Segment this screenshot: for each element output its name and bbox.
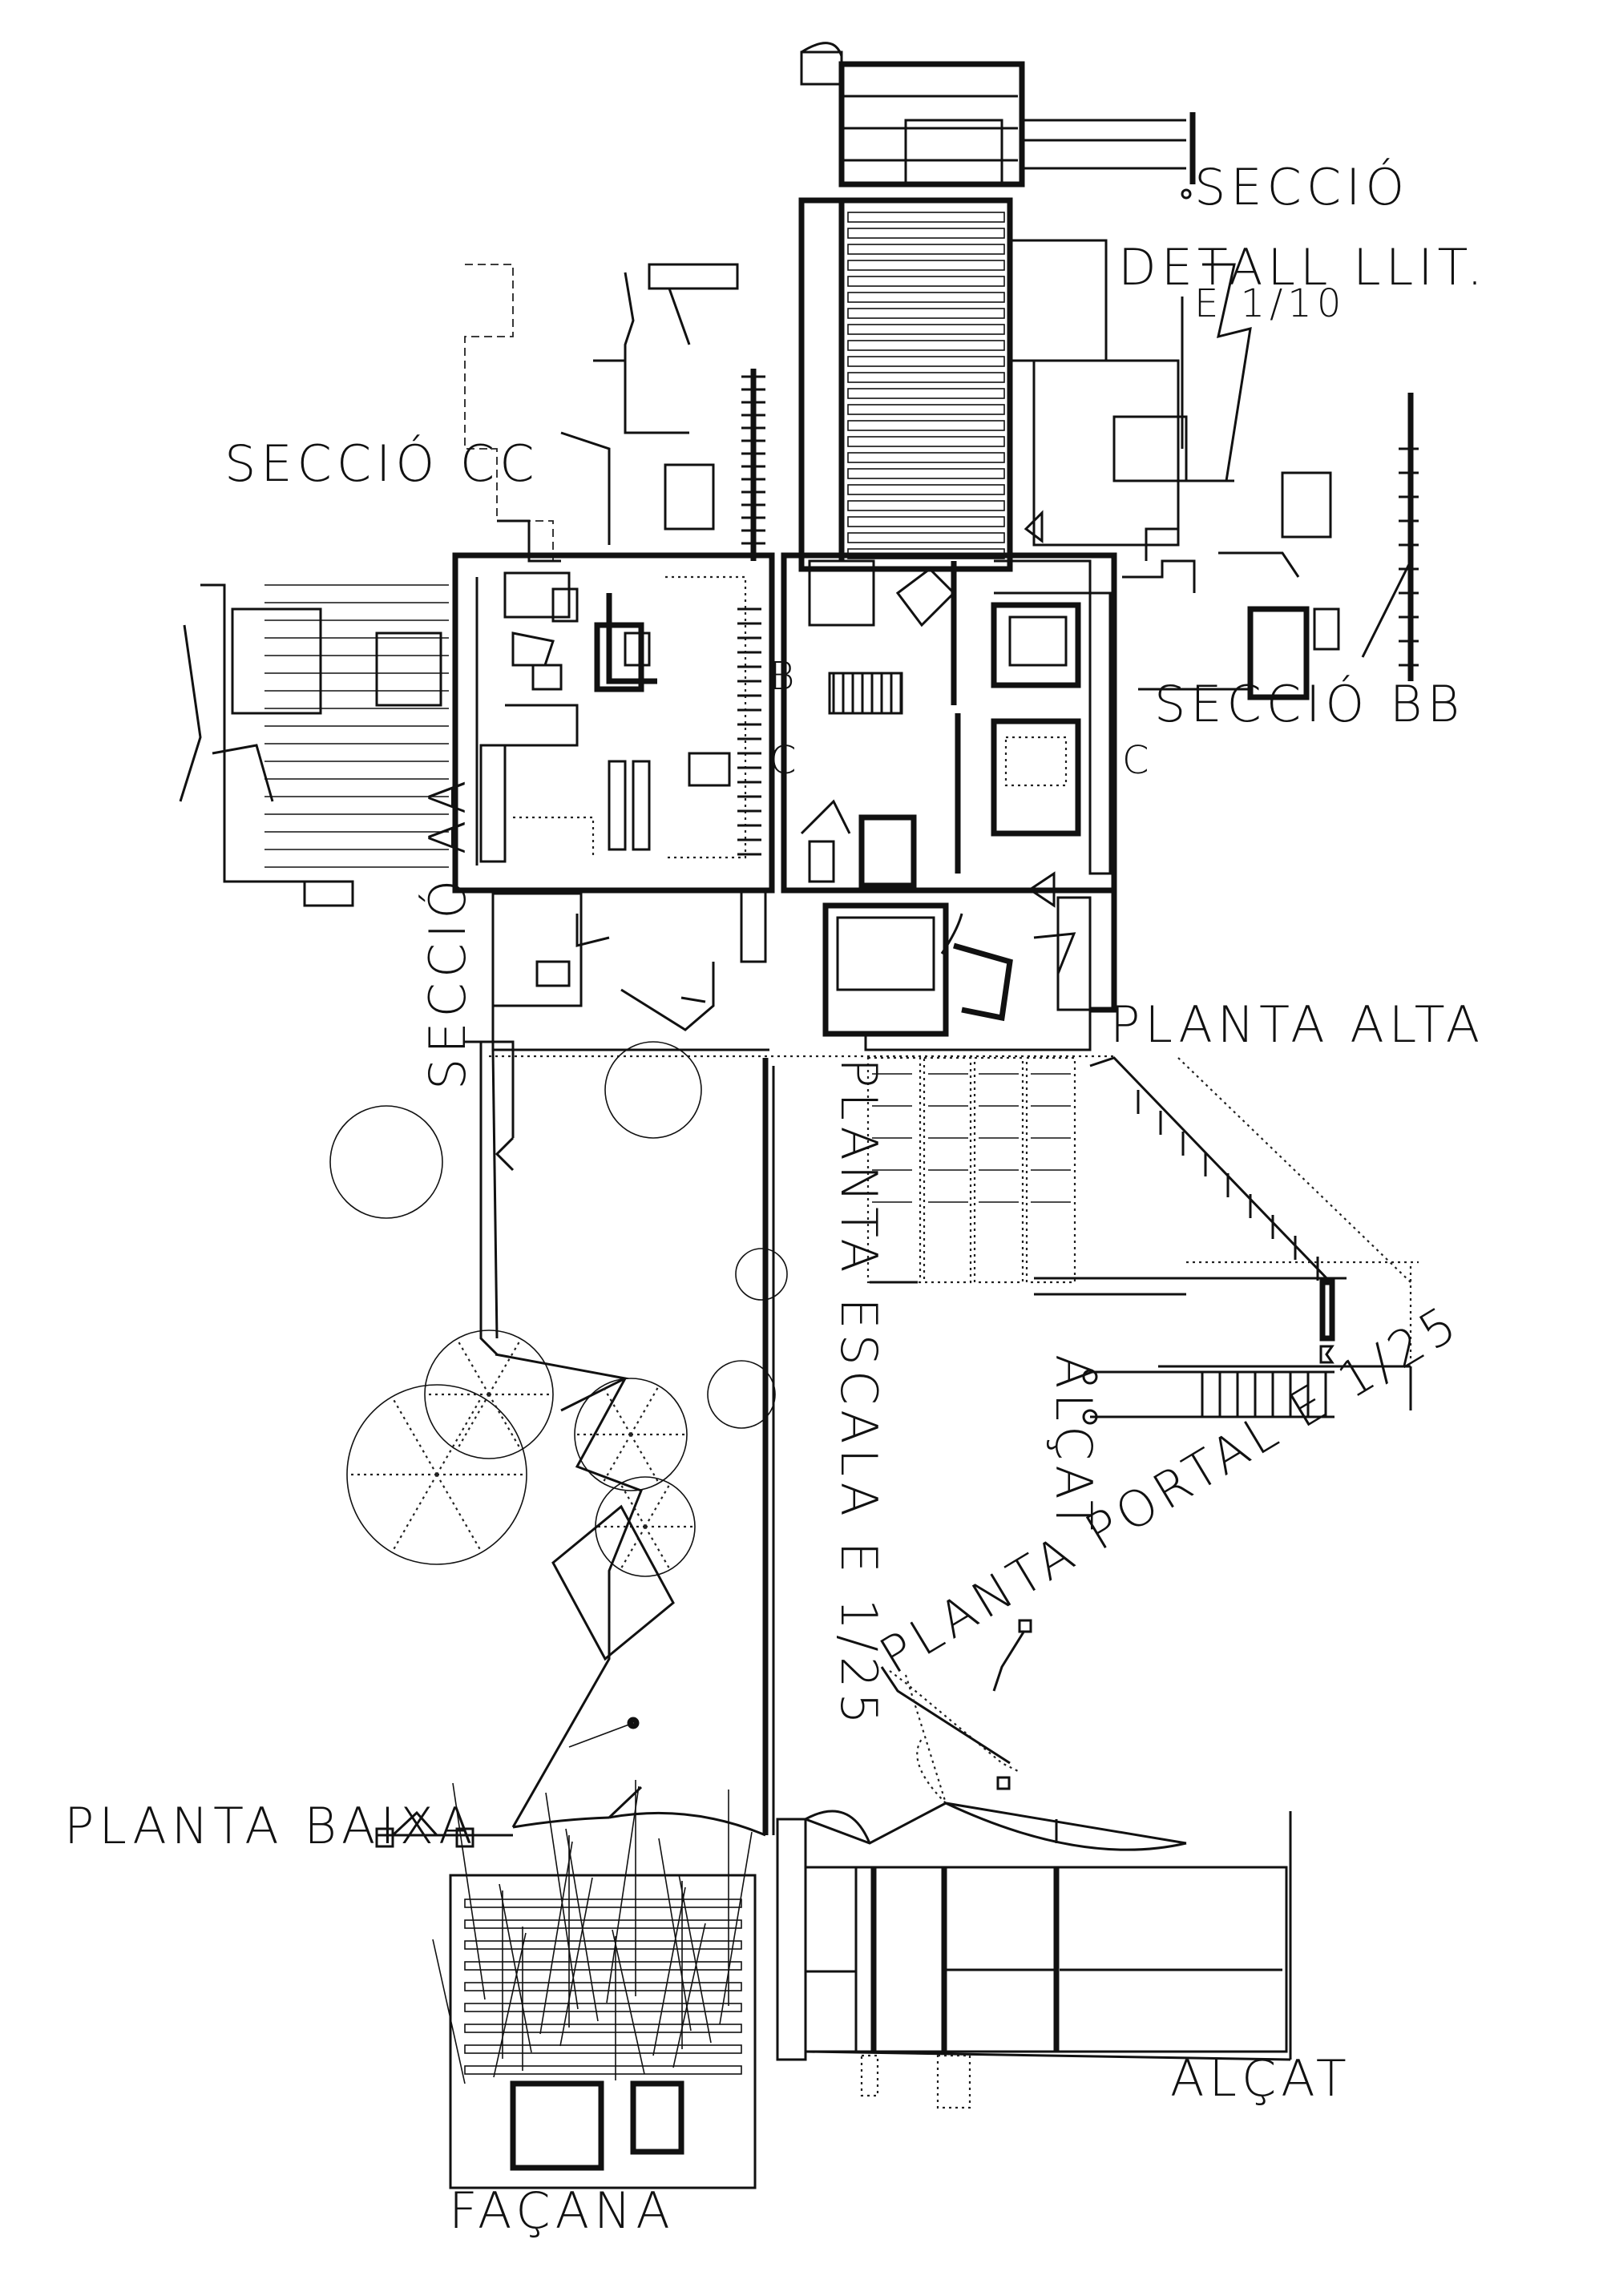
- facade-slat: [464, 1899, 742, 1908]
- bed-slat: [847, 516, 1005, 527]
- tree-branch: [545, 1792, 579, 2010]
- section-bb-drawing: [1112, 263, 1419, 700]
- section-cc-drawing: [464, 263, 765, 563]
- bed-slat: [847, 340, 1005, 351]
- bed-slat: [847, 292, 1005, 303]
- label-alcat-stair: ALÇAT: [1044, 1354, 1103, 1535]
- section-marker-c-right: C: [1122, 738, 1154, 783]
- facade-slat: [464, 1940, 742, 1950]
- label-planta-alta: PLANTA ALTA: [1110, 995, 1484, 1054]
- bed-slat: [847, 228, 1005, 239]
- bed-slat: [847, 372, 1005, 383]
- tree-ray: [644, 1526, 671, 1571]
- tree-branch: [612, 1929, 645, 2075]
- tree-branch: [493, 1932, 527, 2078]
- bed-slat: [847, 500, 1005, 511]
- tree-ray: [602, 1434, 632, 1484]
- section-marker-c-left: C: [769, 738, 802, 783]
- bed-slat: [847, 324, 1005, 335]
- label-planta-portal: PLANTA PORTAL E 1/25: [870, 1293, 1470, 1685]
- label-seccio-top: SECCIÓ: [1194, 158, 1409, 216]
- bed-detail-drawing: [800, 42, 1196, 200]
- tree-branch: [672, 1923, 706, 2068]
- tree-ray: [391, 1396, 438, 1475]
- bed-slat: [847, 260, 1005, 271]
- tree-ray: [644, 1483, 671, 1527]
- bed-slat: [847, 404, 1005, 415]
- bed-slat: [847, 276, 1005, 287]
- section-marker-b: B: [769, 654, 799, 699]
- tree-branch: [606, 1786, 640, 2003]
- facade-drawing: [432, 1780, 757, 2189]
- facade-slat: [464, 1982, 742, 1991]
- stair-plan-drawing: [866, 1056, 1076, 1284]
- bed-slat: [847, 436, 1005, 447]
- bed-slat: [847, 388, 1005, 399]
- tree-ray: [456, 1394, 490, 1451]
- bed-slat: [847, 212, 1005, 223]
- bed-slat: [847, 532, 1005, 543]
- tree-branch: [559, 1877, 593, 2047]
- label-seccio-bb: SECCIÓ BB: [1154, 675, 1464, 733]
- tree-branch: [658, 1838, 692, 2032]
- bed-slat: [847, 452, 1005, 463]
- tree-ray: [488, 1338, 522, 1395]
- bed-slat: [847, 484, 1005, 495]
- tree-branch: [432, 1939, 466, 2084]
- portal-elevation-drawing: [776, 1802, 1292, 2109]
- tree-branch: [678, 1874, 712, 2044]
- tree-ray: [436, 1396, 483, 1475]
- label-planta-baixa: PLANTA BAIXA: [64, 1797, 478, 1855]
- bed-slat: [847, 356, 1005, 367]
- tree-ray: [620, 1483, 646, 1527]
- tree-ray: [602, 1385, 632, 1435]
- tree-branch: [452, 1782, 486, 2000]
- floor-plan-upper-right: [781, 552, 1117, 1051]
- label-seccio-cc: SECCIÓ CC: [224, 434, 539, 493]
- facade-slat: [464, 2003, 742, 2012]
- tree-branch: [539, 1841, 573, 2035]
- tree-ray: [436, 1474, 483, 1553]
- label-facana: FAÇANA: [449, 2181, 675, 2240]
- label-detall-scale: E 1/10: [1194, 281, 1346, 326]
- floor-plan-upper-left: [452, 552, 775, 1051]
- tree-ray: [391, 1474, 438, 1553]
- stair-elevation-drawing: [1034, 1056, 1419, 1425]
- portal-plan-drawing: [880, 1619, 1032, 1804]
- tree-branch: [565, 1828, 599, 2022]
- tree-ray: [630, 1385, 660, 1435]
- facade-slat: [464, 2065, 742, 2075]
- tree-ray: [620, 1526, 646, 1571]
- tree-branch: [499, 1883, 532, 2053]
- tree-ray: [488, 1394, 522, 1451]
- bed-slat: [847, 308, 1005, 319]
- ground-floor-plan: [329, 1040, 788, 1848]
- tree-branch: [652, 1886, 686, 2056]
- label-seccio-aa: SECCIÓ AA: [418, 776, 477, 1090]
- bed-slat: [847, 244, 1005, 255]
- bed-slat: [847, 420, 1005, 431]
- label-planta-escala: PLANTA ESCALA E 1/25: [830, 1058, 888, 1729]
- facade-slat: [464, 1961, 742, 1971]
- tree-ray: [630, 1434, 660, 1484]
- tree-ray: [456, 1338, 490, 1395]
- facade-slat: [464, 2044, 742, 2054]
- label-detall: DETALL LLIT.: [1118, 238, 1488, 297]
- bed-slat: [847, 468, 1005, 479]
- label-alcat-portal: ALÇAT: [1170, 2049, 1351, 2108]
- section-aa-drawing: [179, 583, 449, 907]
- facade-slat: [464, 2024, 742, 2033]
- tree-branch: [719, 1831, 753, 2025]
- facade-slat: [464, 1919, 742, 1929]
